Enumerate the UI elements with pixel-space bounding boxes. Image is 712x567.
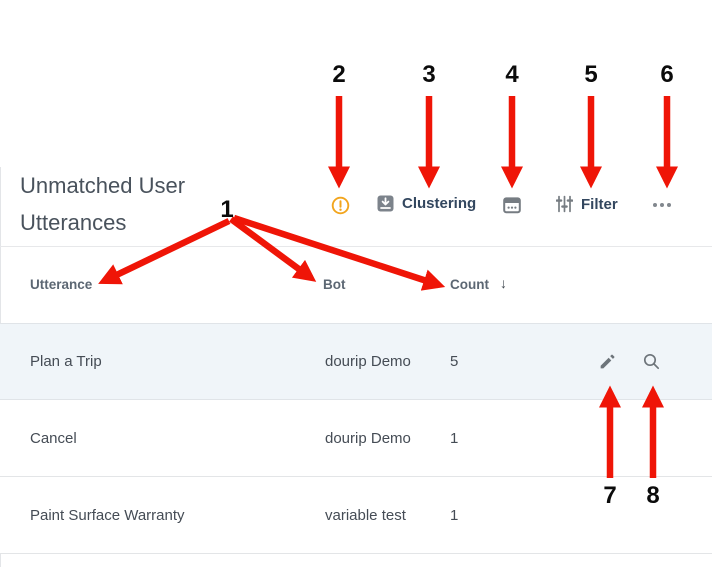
arrow-1-count: [232, 214, 446, 291]
table-row[interactable]: Plan a Trip dourip Demo 5: [0, 323, 712, 400]
table-row[interactable]: Cancel dourip Demo 1: [0, 400, 712, 477]
calendar-button[interactable]: [503, 196, 521, 214]
magnifier-icon: [643, 353, 659, 370]
annotation-marker-2: 2: [332, 61, 346, 88]
sliders-icon: [556, 195, 573, 213]
sort-desc-icon[interactable]: ↓: [500, 275, 507, 291]
calendar-icon: [503, 197, 521, 214]
count-cell: 1: [450, 429, 459, 447]
filter-button[interactable]: Filter: [556, 195, 618, 213]
pencil-icon: [600, 354, 614, 369]
filter-label: Filter: [581, 195, 618, 213]
inspect-button[interactable]: [639, 350, 663, 374]
column-header-bot[interactable]: Bot: [323, 277, 346, 292]
alert-circle-icon: [331, 196, 350, 215]
annotation-marker-5: 5: [584, 61, 598, 88]
annotation-marker-4: 4: [505, 61, 519, 88]
column-header-count[interactable]: Count: [450, 277, 489, 292]
count-cell: 1: [450, 506, 459, 524]
annotation-marker-3: 3: [422, 61, 436, 88]
utterance-cell: Paint Surface Warranty: [30, 506, 185, 524]
bot-cell: variable test: [325, 506, 406, 524]
bot-cell: dourip Demo: [325, 353, 411, 370]
count-cell: 5: [450, 353, 459, 370]
edit-button[interactable]: [595, 350, 619, 374]
ellipsis-icon: [653, 203, 671, 207]
utterance-cell: Cancel: [30, 429, 77, 447]
column-header-utterance[interactable]: Utterance: [30, 277, 93, 292]
header-divider: [0, 246, 712, 247]
table-row[interactable]: Paint Surface Warranty variable test 1: [0, 477, 712, 554]
annotation-marker-6: 6: [660, 61, 674, 88]
more-button[interactable]: [653, 203, 671, 207]
alert-button[interactable]: [331, 196, 350, 215]
utterance-cell: Plan a Trip: [30, 353, 102, 370]
bot-cell: dourip Demo: [325, 429, 411, 447]
clustering-button[interactable]: Clustering: [377, 195, 476, 212]
download-icon: [377, 195, 394, 212]
clustering-label: Clustering: [402, 195, 477, 212]
page-title: Unmatched User Utterances: [20, 173, 186, 235]
